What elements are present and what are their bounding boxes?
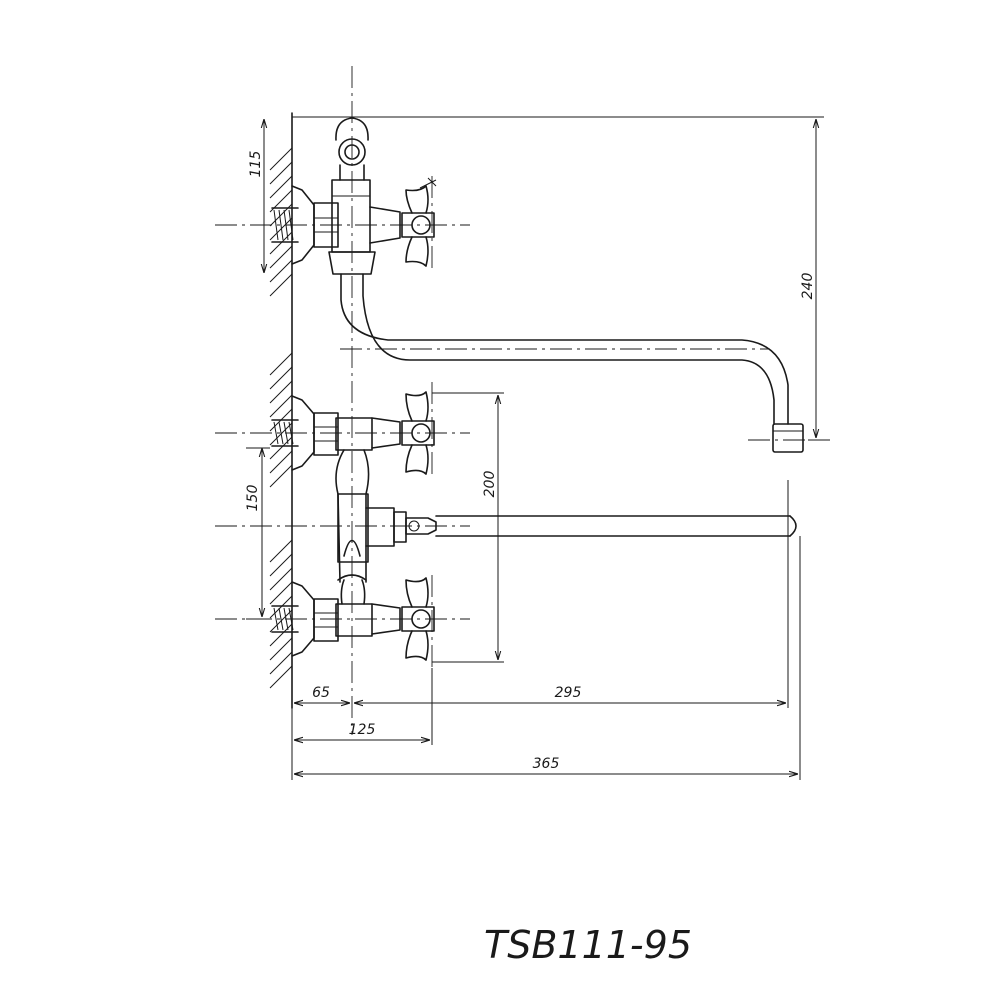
upper-bonnet <box>369 206 401 244</box>
dim-label-295: 295 <box>555 685 582 701</box>
dim-label-125: 125 <box>349 722 376 738</box>
spout-aerator <box>772 423 804 453</box>
dim-label-65: 65 <box>312 685 330 701</box>
upper-cross-handle <box>401 177 437 267</box>
dim-label-200: 200 <box>482 471 498 498</box>
basin-spout <box>435 515 797 537</box>
bath-spout <box>340 273 804 453</box>
middle-cross-handle <box>401 391 435 475</box>
model-title: TSB111-95 <box>484 923 692 967</box>
shower-hose-swivel <box>340 579 366 605</box>
dim-label-150: 150 <box>245 485 261 512</box>
lower-valve-body <box>335 603 373 637</box>
wall <box>269 112 293 709</box>
wall-hatching-top <box>269 147 293 297</box>
spout-collar <box>328 251 376 275</box>
middle-hex-nut <box>313 412 339 456</box>
lower-valve-assembly <box>271 577 435 661</box>
upper-threaded-inlet <box>271 207 299 243</box>
middle-valve-assembly <box>271 391 435 475</box>
lower-cross-handle <box>401 577 435 661</box>
dim-label-365: 365 <box>533 756 560 772</box>
wall-hatching-bottom <box>269 539 293 689</box>
dim-label-115: 115 <box>248 151 264 178</box>
lower-hex-nut <box>313 598 339 642</box>
center-lines <box>215 66 830 735</box>
diverter-body <box>335 449 437 605</box>
dim-label-240: 240 <box>800 273 816 300</box>
diverter-knob <box>405 517 437 535</box>
shower-outlet-swivel <box>335 117 369 181</box>
middle-valve-body <box>335 417 373 451</box>
upper-hex-nut <box>313 202 339 248</box>
middle-threaded-inlet <box>271 419 299 447</box>
upper-valve-assembly <box>271 117 437 275</box>
dimension-lines <box>246 119 816 774</box>
extension-lines <box>291 116 824 780</box>
lower-threaded-inlet <box>271 605 299 633</box>
